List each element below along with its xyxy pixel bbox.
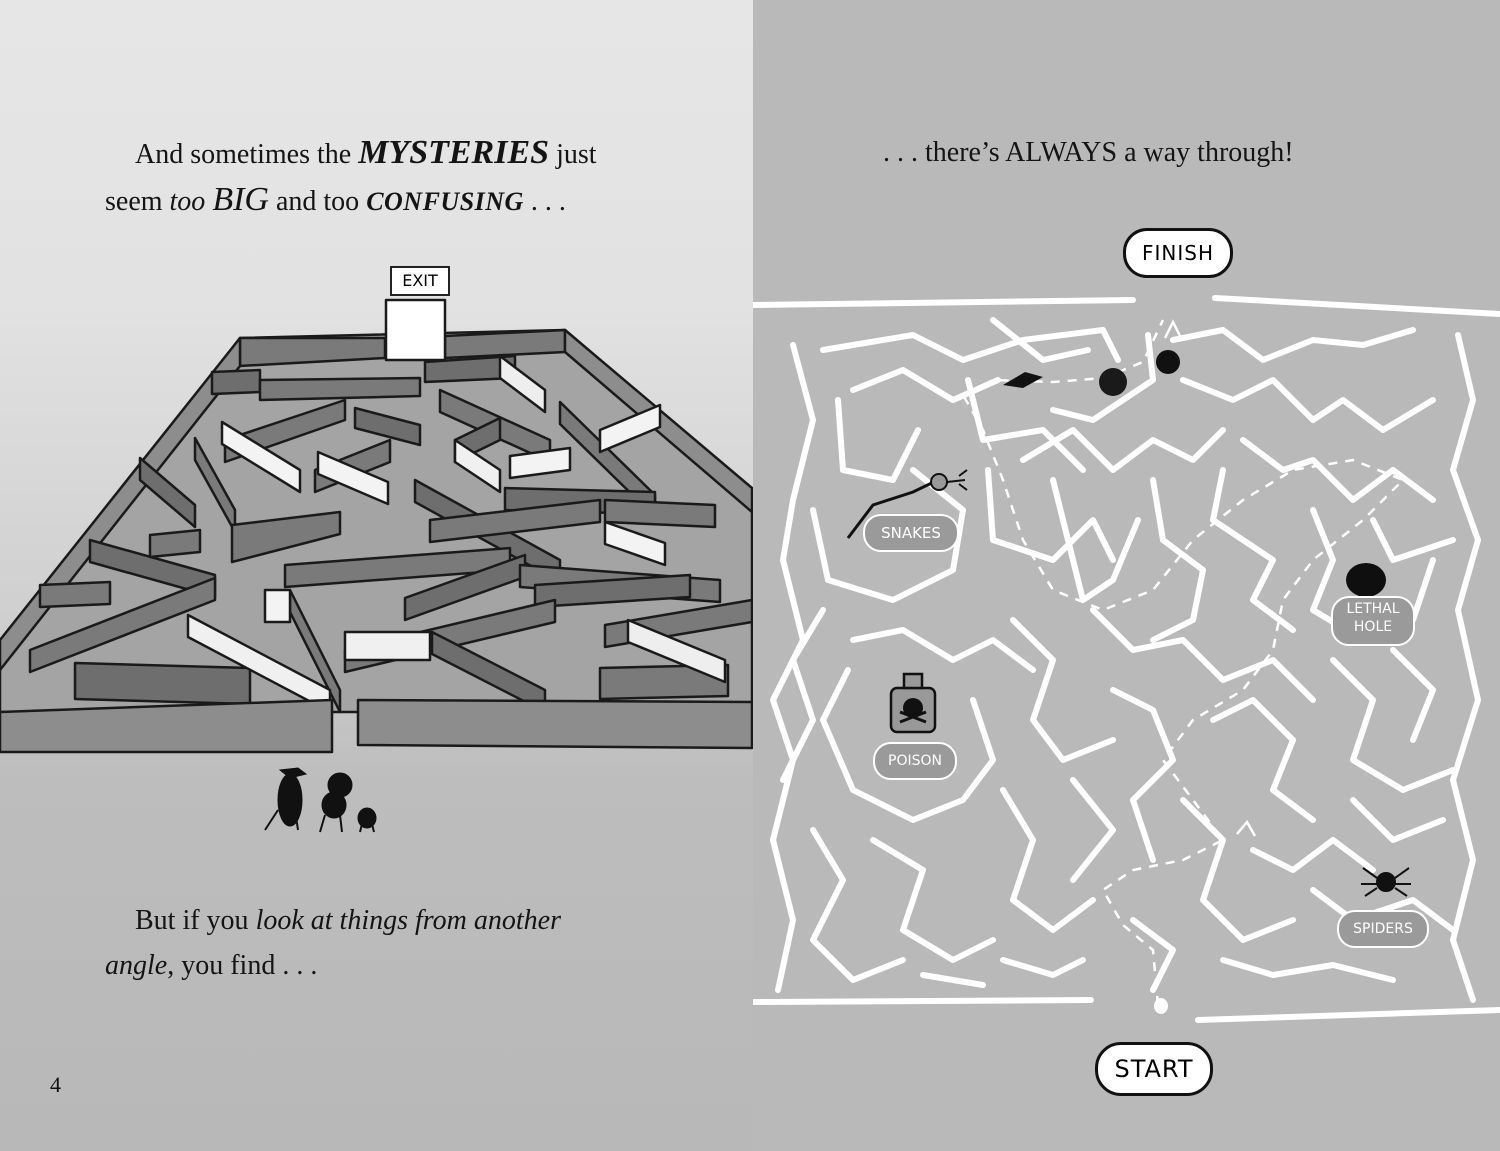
left-paragraph-bottom: But if you look at things from another a… xyxy=(105,898,665,988)
text-run: , you find . . . xyxy=(167,950,318,981)
lethal-hole-label: LETHAL HOLE xyxy=(1331,596,1415,646)
snake-icon xyxy=(846,469,968,539)
poison-bottle-icon xyxy=(889,672,937,734)
finish-label: FINISH xyxy=(1123,228,1233,278)
exit-sign: EXIT xyxy=(390,266,450,296)
lethal-hole-label-line2: HOLE xyxy=(1353,619,1393,635)
text-run: just xyxy=(549,139,597,170)
text-run: . . . there’s ALWAYS a way through! xyxy=(883,137,1294,168)
poison-label: POISON xyxy=(873,742,957,780)
text-run-italic: look at things from another xyxy=(255,905,561,936)
arrow-up-icon xyxy=(1163,319,1183,339)
start-label: START xyxy=(1095,1042,1213,1096)
arrow-icon xyxy=(1236,819,1257,837)
text-run-italic: angle xyxy=(105,950,168,981)
solution-path xyxy=(961,319,1406,1006)
maze-illustration xyxy=(0,298,753,754)
maze-map xyxy=(753,295,1500,1023)
right-page: . . . there’s ALWAYS a way through! xyxy=(753,0,1500,1151)
text-run: . . . xyxy=(523,186,566,217)
lethal-hole-label-line1: LETHAL xyxy=(1346,601,1400,617)
left-paragraph-top: And sometimes the MYSTERIES just seem to… xyxy=(105,130,665,224)
rock-icon xyxy=(1156,350,1180,374)
rock-icon xyxy=(1099,368,1127,396)
right-paragraph-top: . . . there’s ALWAYS a way through! xyxy=(883,130,1403,175)
text-run: And sometimes the xyxy=(135,139,359,170)
character-silhouettes xyxy=(264,767,377,833)
fish-icon xyxy=(1003,372,1043,388)
spiders-label: SPIDERS xyxy=(1337,910,1429,948)
text-run: seem xyxy=(105,186,170,217)
text-run-emphasis: MYSTERIES xyxy=(358,134,550,171)
text-run-emphasis: BIG xyxy=(212,181,269,218)
text-run-emphasis: CONFUSING xyxy=(366,187,524,216)
spider-icon xyxy=(1361,867,1411,897)
text-run: But if you xyxy=(135,905,256,936)
text-run-italic: too xyxy=(169,186,206,217)
left-page: And sometimes the MYSTERIES just seem to… xyxy=(0,0,753,1151)
start-dot-icon xyxy=(1154,998,1168,1014)
text-run: and too xyxy=(268,186,367,217)
snakes-label: SNAKES xyxy=(863,514,959,552)
page-number: 4 xyxy=(50,1072,61,1097)
lethal-hole-icon xyxy=(1346,563,1386,597)
